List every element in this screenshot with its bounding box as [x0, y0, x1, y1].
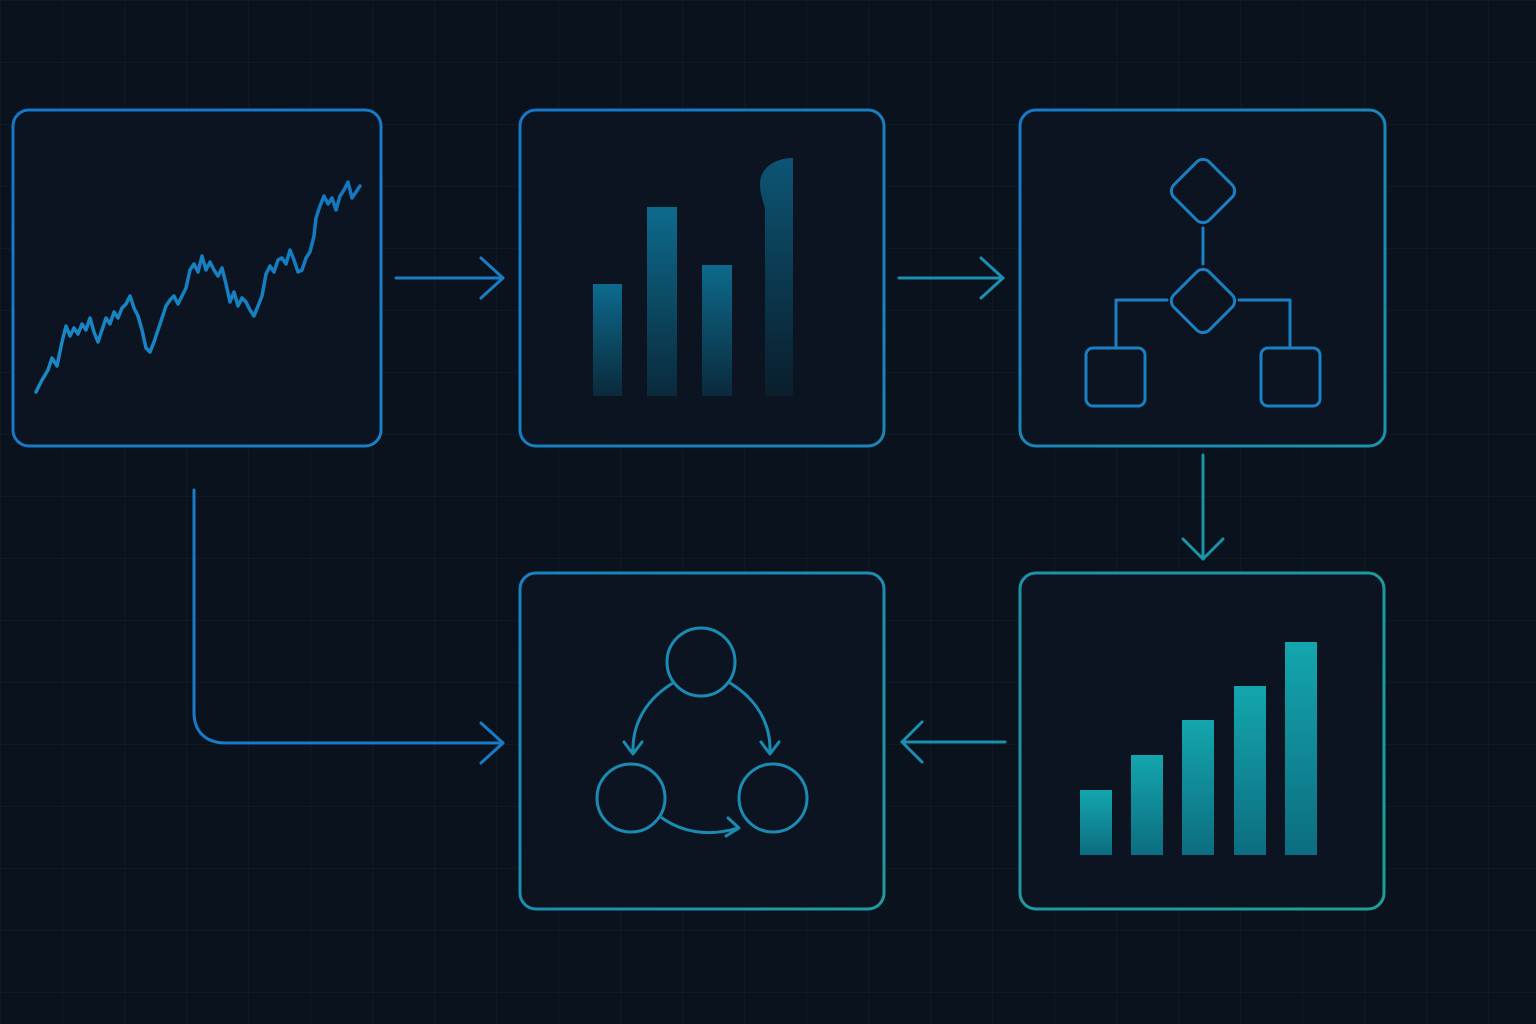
bar [1131, 755, 1163, 855]
bar [647, 207, 677, 396]
decision-flowchart-card [1018, 108, 1387, 448]
cycle-network-icon [595, 626, 809, 838]
cycle-right-node [737, 762, 809, 834]
cycle-arrow-left [631, 681, 675, 754]
line-chart-icon [34, 180, 362, 394]
arrow-growth-to-cycle [900, 720, 1007, 764]
arrow-bar-to-flowchart [897, 256, 1005, 300]
flowchart-connector [1114, 298, 1169, 350]
card-frame [1018, 108, 1387, 448]
bar [593, 284, 622, 396]
cycle-arrowhead [759, 740, 781, 756]
arrow-line-to-cycle [192, 488, 505, 765]
bar-chart-card [518, 108, 886, 448]
cycle-arrow-bottom [660, 816, 740, 835]
cycle-arrowhead [622, 740, 644, 756]
bar [760, 158, 793, 396]
growth-bar-chart-icon [1080, 642, 1317, 855]
flowchart-middle-diamond [1169, 267, 1237, 335]
cycle-top-node [665, 626, 737, 698]
bar [1285, 642, 1317, 855]
line-chart-card [11, 108, 383, 448]
flowchart-right-box [1259, 346, 1322, 408]
flowchart-icon [1084, 157, 1322, 408]
bar [1234, 686, 1266, 855]
flowchart-top-diamond [1169, 157, 1237, 225]
growth-bar-chart-card [1018, 571, 1386, 911]
card-frame [518, 571, 886, 911]
cycle-arrowhead [724, 816, 741, 838]
flowchart-left-box [1084, 346, 1147, 408]
cycle-card [518, 571, 886, 911]
cycle-left-node [595, 762, 667, 834]
arrow-flowchart-to-growth [1181, 453, 1225, 561]
cycle-arrow-right [728, 681, 772, 754]
flowchart-connector [1237, 298, 1292, 350]
bar [1080, 790, 1112, 855]
bar [1182, 720, 1214, 855]
arrow-line-to-bar [394, 256, 505, 300]
bar [702, 265, 732, 396]
bar-chart-icon [593, 158, 793, 396]
card-frame [11, 108, 383, 448]
